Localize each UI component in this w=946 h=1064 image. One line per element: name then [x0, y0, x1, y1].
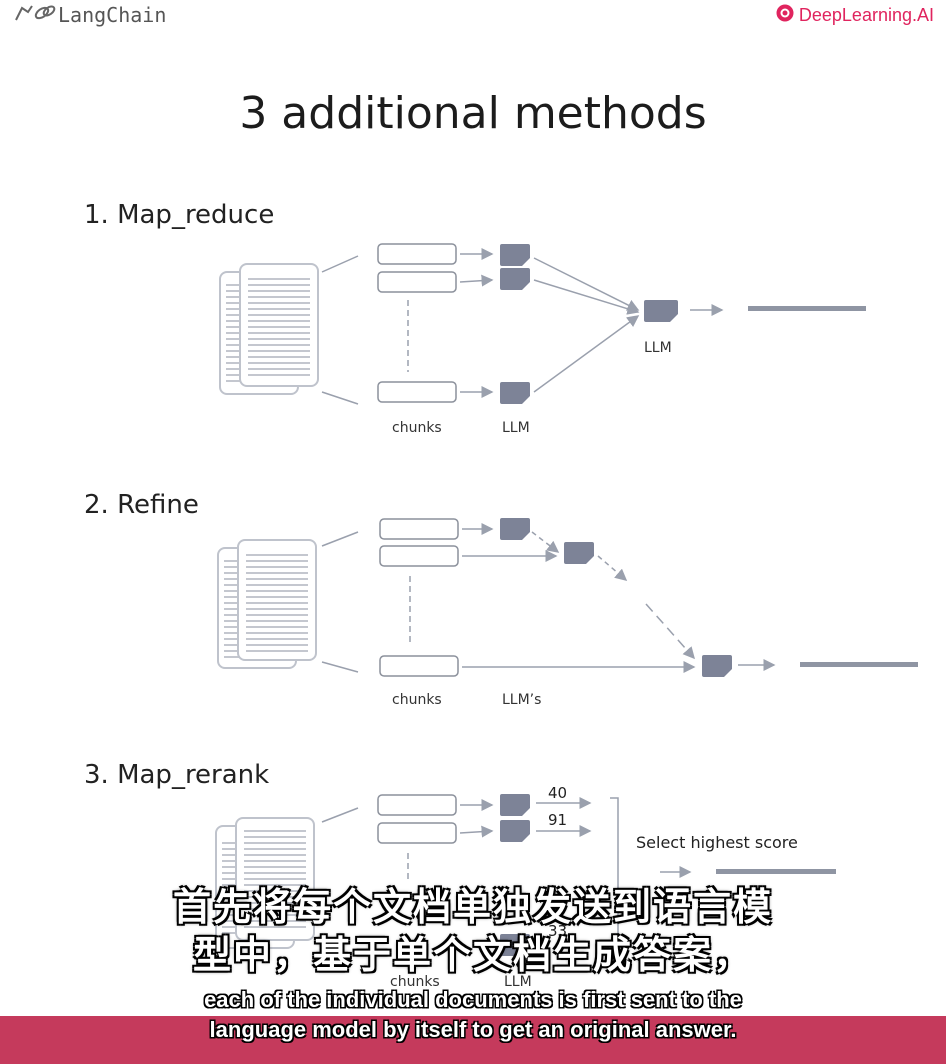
llm-block — [500, 268, 530, 290]
score-label: 33 — [548, 922, 567, 940]
refine-diagram: chunks LLM’s — [217, 518, 918, 708]
llm-block — [500, 244, 530, 266]
score-label: 40 — [548, 784, 567, 802]
chunk-box — [377, 822, 457, 844]
subtitle-en-line-1: each of the individual documents is firs… — [204, 987, 742, 1012]
document-stack — [217, 539, 317, 669]
llm-label: LLM — [504, 974, 532, 990]
map-reduce-diagram: chunks LLM LLM — [219, 243, 866, 436]
deeplearning-circle-icon — [775, 3, 795, 28]
section-map-rerank-label: 3. Map_rerank — [84, 760, 270, 790]
chunks-label: chunks — [390, 974, 440, 990]
subtitle-en-line-2: language model by itself to get an origi… — [209, 1017, 737, 1042]
output-bar — [800, 662, 918, 667]
langchain-brand-text: LangChain — [58, 3, 167, 27]
subtitle-zh-line-1: 首先将每个文档单独发送到语言模 — [172, 885, 773, 929]
deeplearning-brand-text: DeepLearning.AI — [798, 4, 934, 25]
chunk-box — [379, 545, 459, 567]
llm-block — [500, 934, 530, 956]
chunk-box — [379, 518, 459, 540]
section-refine-label: 2. Refine — [84, 490, 199, 520]
chunk-box — [377, 794, 457, 816]
document-stack — [219, 263, 319, 395]
final-llm-block — [644, 300, 678, 322]
llm-block — [500, 794, 530, 816]
final-llm-block — [702, 655, 732, 677]
llm-block — [500, 820, 530, 842]
chunk-box — [377, 271, 457, 293]
chunks-label: chunks — [392, 692, 442, 708]
slide-title: 3 additional methods — [239, 88, 707, 139]
langchain-logo: LangChain — [12, 2, 166, 28]
output-bar — [748, 306, 866, 311]
llm-block — [500, 518, 530, 540]
chunk-box — [379, 655, 459, 677]
parrot-link-icon — [12, 2, 56, 29]
chunk-box — [377, 381, 457, 403]
section-map-reduce-label: 1. Map_reduce — [84, 200, 275, 230]
map-rerank-diagram: 40 91 33 Select highest score chunks LLM — [215, 784, 836, 990]
final-llm-label: LLM — [644, 340, 672, 356]
llm-label: LLM — [502, 420, 530, 436]
deeplearning-logo: DeepLearning.AI — [775, 2, 934, 28]
select-highest-score-label: Select highest score — [636, 833, 798, 852]
llms-label: LLM’s — [502, 692, 541, 708]
output-bar — [716, 869, 836, 874]
chunk-box — [377, 243, 457, 265]
document-stack — [215, 817, 315, 949]
score-label: 91 — [548, 811, 567, 829]
subtitle-zh-line-2: 型中，基于单个文档生成答案， — [192, 933, 753, 977]
chunks-label: chunks — [392, 420, 442, 436]
caption-band — [0, 1016, 946, 1064]
llm-block — [500, 382, 530, 404]
score-bracket — [610, 797, 619, 957]
llm-block — [564, 542, 594, 564]
